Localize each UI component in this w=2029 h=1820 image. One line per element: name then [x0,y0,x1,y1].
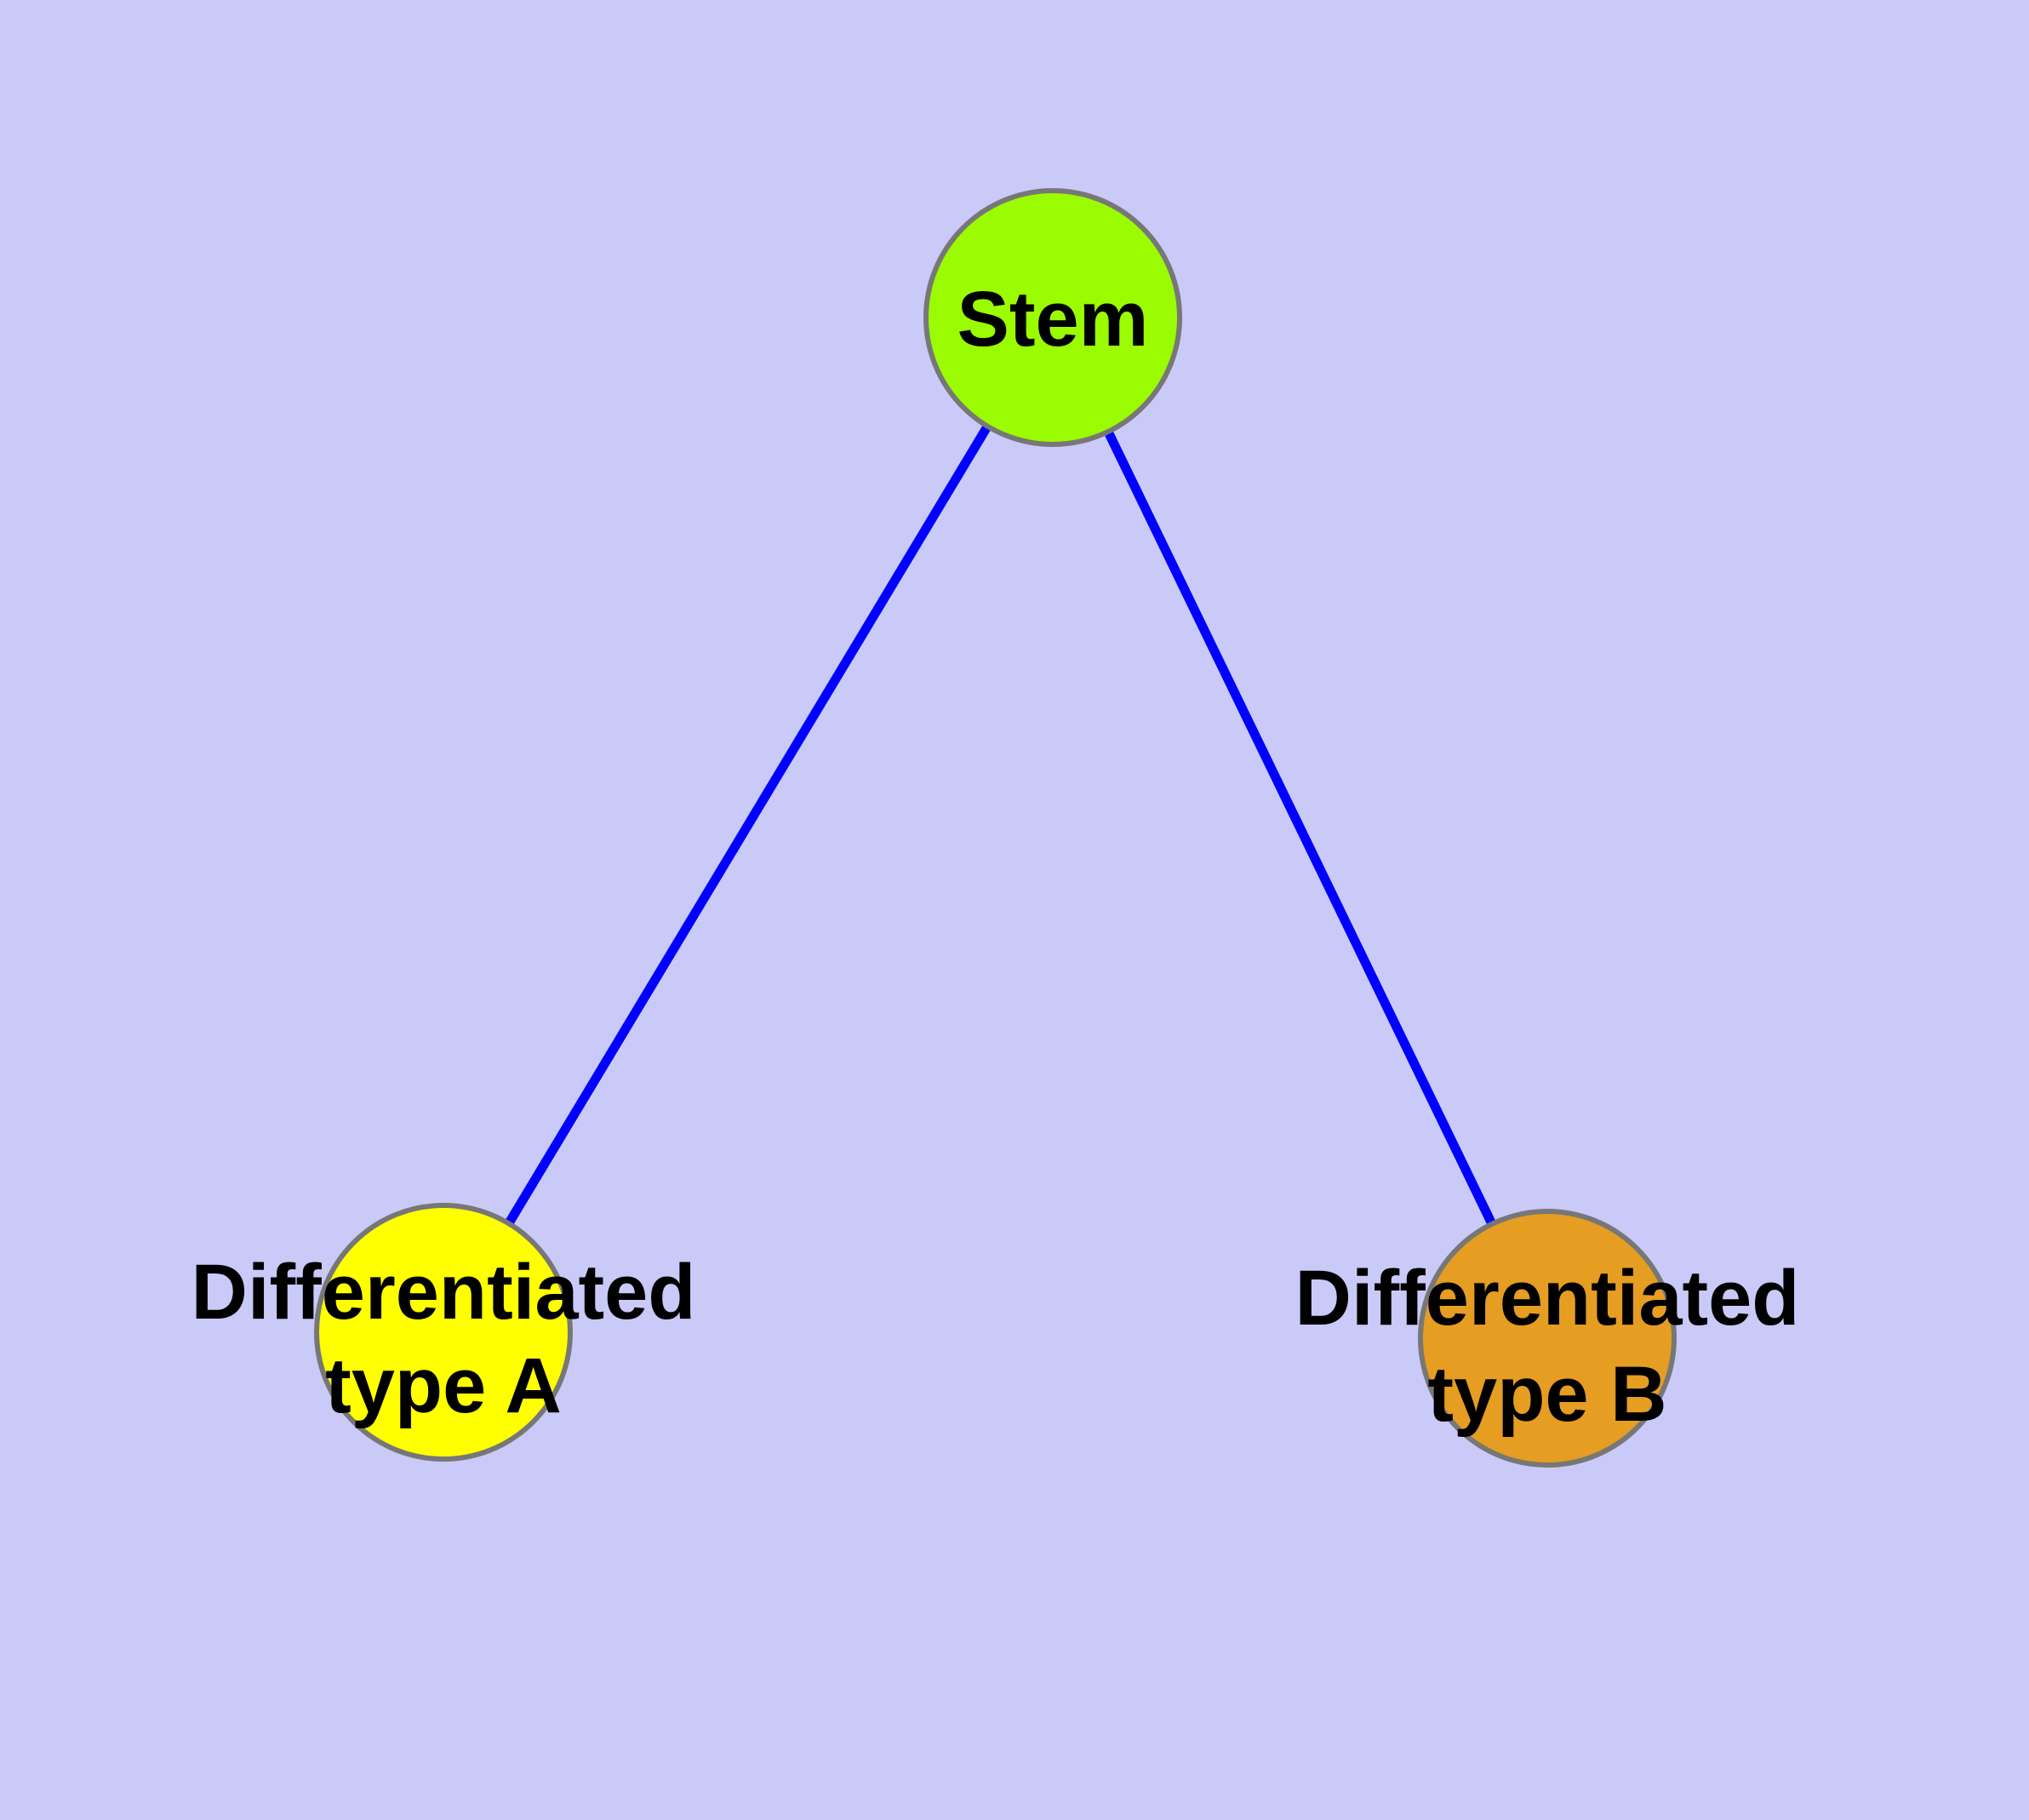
node-type-a-label-line1: Differentiated [191,1249,696,1336]
node-type-b-label-line2: type B [1427,1351,1666,1438]
node-type-a-label-line2: type A [325,1342,562,1429]
node-type-b-label-line1: Differentiated [1295,1255,1800,1342]
node-stem-label: Stem [957,276,1149,363]
node-differentiated-type-b [1418,1209,1677,1468]
node-stem [923,188,1182,447]
edge-stem-to-type-b [1049,315,1552,1341]
node-differentiated-type-a [314,1203,573,1462]
edge-stem-to-type-a [439,315,1057,1335]
